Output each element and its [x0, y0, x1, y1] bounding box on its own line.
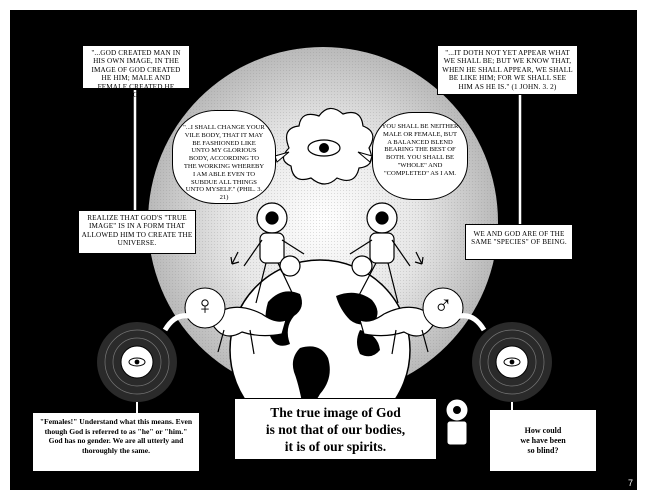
- male-circle: [422, 287, 464, 329]
- androgynous-figure-left: [243, 202, 305, 304]
- speech-bubble-right: YOU SHALL BE NEITHER MALE OR FEMALE, BUT…: [372, 112, 468, 200]
- caption-main-line-3: it is of our spirits.: [284, 439, 387, 454]
- reclining-figure-right: [359, 306, 437, 355]
- bubble-right-tail: [357, 151, 373, 163]
- caption-females: "Females!" Understand what this means. E…: [33, 413, 199, 471]
- androgynous-figure-right: [349, 202, 411, 304]
- male-symbol: ♂: [433, 291, 453, 320]
- quote-john-text: "...IT DOTH NOT YET APPEAR WHAT WE SHALL…: [442, 49, 573, 91]
- bubble-left-tail: [274, 151, 290, 163]
- quote-genesis-ref: (GEN. 1. 27): [130, 91, 170, 100]
- page-number: 7: [627, 478, 633, 488]
- caption-main-line-2: is not that of our bodies,: [265, 422, 406, 437]
- left-disc: [97, 322, 177, 402]
- caption-females-text: "Females!" Understand what this means. E…: [39, 417, 193, 455]
- caption-main: The true image of God is not that of our…: [234, 398, 437, 460]
- label-realize-text: REALIZE THAT GOD'S "TRUE IMAGE" IS IN A …: [81, 214, 193, 248]
- reclining-figure-left: [209, 306, 287, 355]
- speech-bubble-left: "...I SHALL CHANGE YOUR VILE BODY, THAT …: [172, 110, 276, 204]
- female-symbol: ♀: [195, 291, 215, 320]
- connector-right: [452, 313, 487, 332]
- right-disc: [472, 322, 552, 402]
- eye-medallion: [282, 107, 374, 185]
- speech-bubble-right-text: YOU SHALL BE NEITHER MALE OR FEMALE, BUT…: [381, 123, 459, 177]
- quote-john: "...IT DOTH NOT YET APPEAR WHAT WE SHALL…: [437, 45, 578, 95]
- label-species: WE AND GOD ARE OF THE SAME "SPECIES" OF …: [465, 224, 573, 260]
- caption-blind: How could we have been so blind?: [490, 410, 596, 471]
- earth: [229, 259, 411, 441]
- arrow-left: [230, 251, 240, 265]
- connector-left: [162, 313, 197, 332]
- caption-blind-line-1: How could: [524, 426, 562, 435]
- label-realize: REALIZE THAT GOD'S "TRUE IMAGE" IS IN A …: [78, 210, 196, 254]
- caption-main-line-1: The true image of God: [270, 405, 401, 420]
- caption-blind-line-3: so blind?: [527, 446, 559, 455]
- small-being: [438, 398, 469, 464]
- quote-john-ref: (1 JOHN. 3. 2): [511, 82, 557, 91]
- label-species-text: WE AND GOD ARE OF THE SAME "SPECIES" OF …: [471, 230, 567, 247]
- arrow-right: [414, 251, 424, 265]
- quote-genesis: "...GOD CREATED MAN IN HIS OWN IMAGE, IN…: [82, 45, 190, 99]
- caption-blind-line-2: we have been: [520, 436, 566, 445]
- quote-genesis-text: "...GOD CREATED MAN IN HIS OWN IMAGE, IN…: [91, 49, 181, 100]
- speech-bubble-left-text: "...I SHALL CHANGE YOUR VILE BODY, THAT …: [183, 124, 265, 194]
- speech-bubble-left-ref: (PHIL. 3. 21): [219, 186, 263, 202]
